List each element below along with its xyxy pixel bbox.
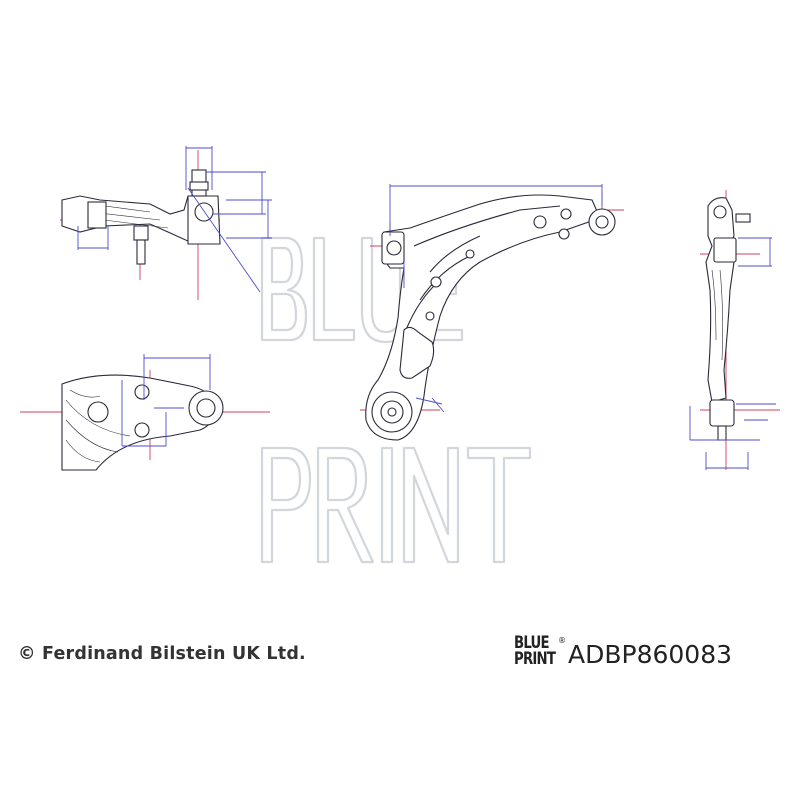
brand-logo: BLUE PRINT bbox=[514, 633, 568, 669]
view-front-elevation bbox=[689, 190, 780, 470]
view-side-balljoint bbox=[60, 146, 272, 300]
brand-logo-line2: PRINT bbox=[514, 648, 556, 669]
registered-mark: ® bbox=[558, 636, 566, 645]
part-number: ADBP860083 bbox=[568, 640, 733, 669]
view-inner-end bbox=[20, 354, 270, 471]
copyright-notice: © Ferdinand Bilstein UK Ltd. bbox=[18, 644, 306, 664]
view-main-control-arm bbox=[360, 184, 624, 441]
brand-logo-line1: BLUE bbox=[514, 633, 550, 653]
